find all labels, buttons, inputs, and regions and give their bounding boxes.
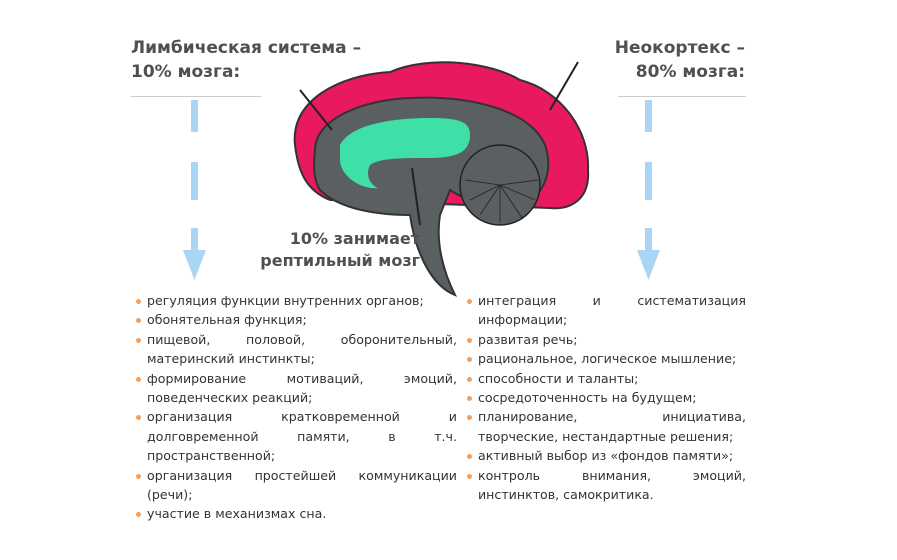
reptile-label-line2: рептильный мозг (260, 251, 420, 270)
divider (131, 96, 261, 97)
limbic-percent: 10% мозга: (131, 62, 241, 82)
list-item: участие в механизмах сна. (135, 504, 457, 523)
list-item: развитая речь; (466, 330, 746, 349)
neocortex-title: Неокортекс – (614, 38, 745, 58)
pointer-line (411, 167, 421, 226)
list-item: обонятельная функция; (135, 310, 457, 329)
neocortex-functions-list: интеграция и систематизация информации; … (466, 291, 746, 504)
dashed-arrow-down-icon (637, 100, 660, 280)
pointer-line (299, 89, 333, 131)
list-item: пищевой, половой, оборонительный, матери… (135, 330, 457, 369)
reptile-label: 10% занимает рептильный мозг (255, 228, 420, 272)
list-item: организация простейшей коммуникации (реч… (135, 466, 457, 505)
list-item: формирование мотиваций, эмоций, поведенч… (135, 369, 457, 408)
reptile-label-line1: 10% занимает (289, 229, 420, 248)
dashed-arrow-down-icon (183, 100, 206, 280)
pointer-line (549, 61, 579, 111)
list-item: планирование, инициатива, творческие, не… (466, 407, 746, 446)
list-item: контроль внимания, эмоций, инстинктов, с… (466, 466, 746, 505)
limbic-heading: Лимбическая система – 10% мозга: (131, 36, 361, 84)
neocortex-percent: 80% мозга: (635, 62, 745, 82)
list-item: способности и таланты; (466, 369, 746, 388)
divider (618, 96, 746, 97)
list-item: интеграция и систематизация информации; (466, 291, 746, 330)
list-item: сосредоточенность на будущем; (466, 388, 746, 407)
list-item: организация кратковременной и долговреме… (135, 407, 457, 465)
brain-illustration (293, 61, 590, 297)
list-item: регуляция функции внутренних органов; (135, 291, 457, 310)
neocortex-heading: Неокортекс – 80% мозга: (615, 36, 745, 84)
limbic-region (340, 118, 470, 189)
list-item: рациональное, логическое мышление; (466, 349, 746, 368)
list-item: активный выбор из «фондов памяти»; (466, 446, 746, 465)
limbic-title: Лимбическая система – (131, 38, 362, 58)
limbic-functions-list: регуляция функции внутренних органов; об… (135, 291, 457, 524)
